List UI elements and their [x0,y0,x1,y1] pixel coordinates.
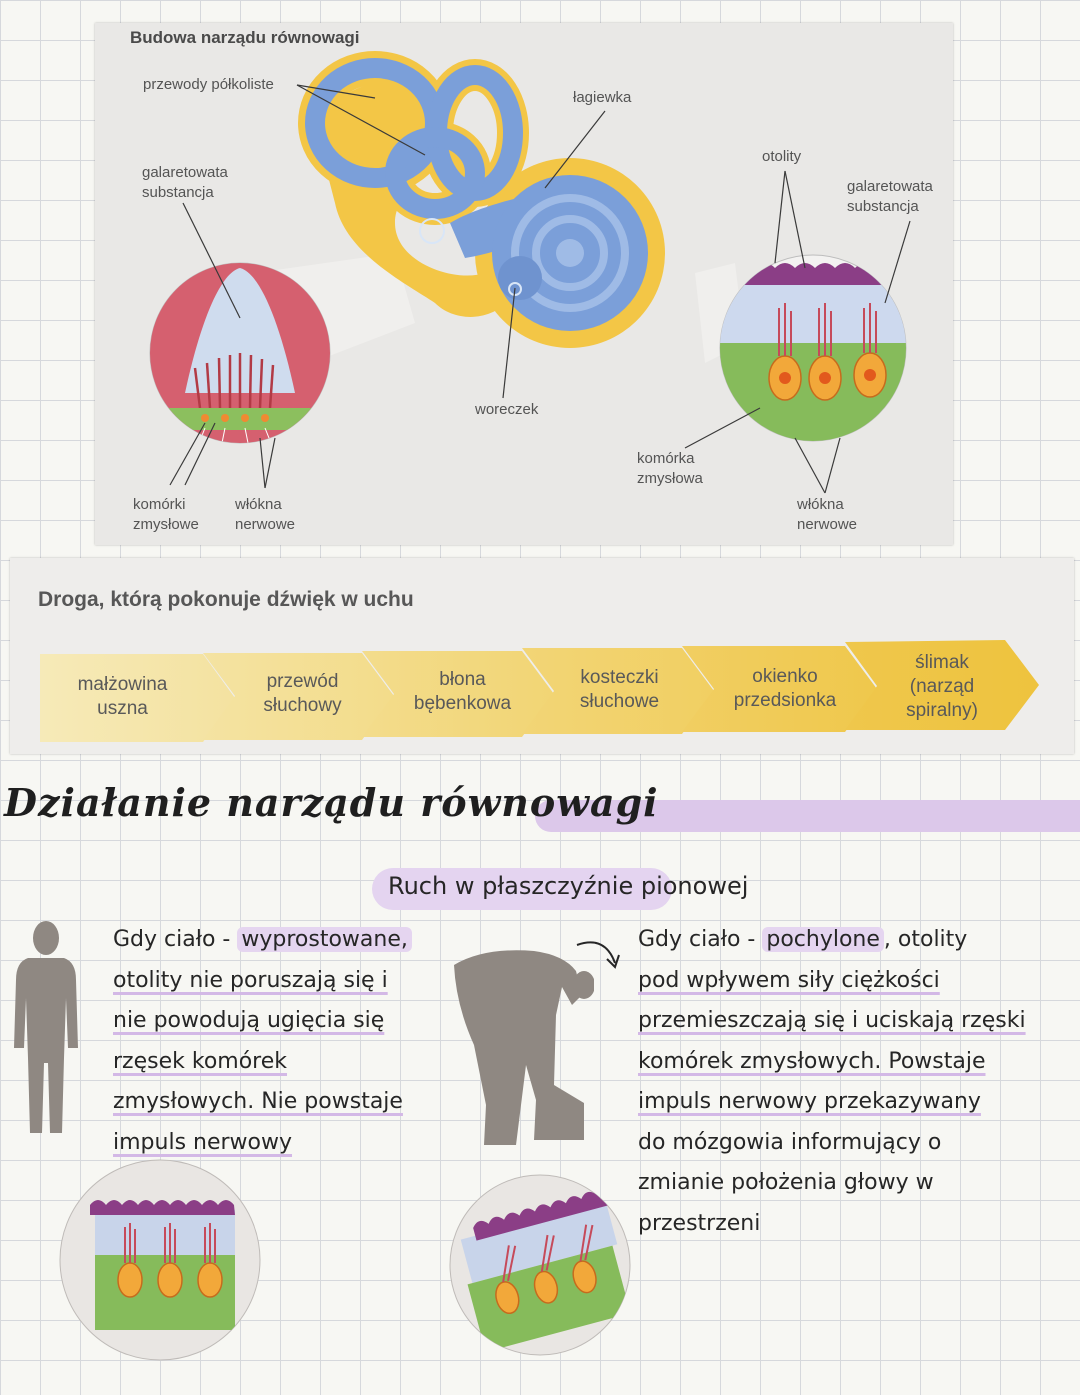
label-line: substancja [847,198,919,215]
step-line: słuchowy [263,695,342,716]
label-semicircular-canals: przewody półkoliste [143,76,274,93]
right-line-6: do mózgowia informujący o [638,1129,942,1155]
label-line: zmysłowe [133,516,199,533]
left-line-6: impuls nerwowy [113,1129,293,1155]
label-utricle: łagiewka [573,89,632,106]
step-line: kosteczki [580,667,659,688]
label-otoliths: otolity [762,148,802,165]
standing-person-silhouette [14,921,78,1133]
right-line-1: Gdy ciało - pochylone, otolity [638,920,1026,961]
right-line-4: komórek zmysłowych. Powstaje [638,1048,986,1074]
labyrinth [298,51,665,348]
step-eardrum: błona bębenkowa [390,668,535,716]
right-line-7: zmianie położenia głowy w [638,1170,934,1195]
right-line-3: przemieszczają się i uciskają rzęski [638,1008,1026,1033]
highlight-bent: pochylone [762,927,884,952]
label-saccule: woreczek [475,401,539,418]
label-gelatinous-right: galaretowata substancja [847,177,933,217]
step-line: słuchowe [579,691,660,712]
left-line-2: otolity nie poruszają się i [113,967,388,993]
subtitle: Ruch w płaszczyźnie pionowej [388,872,749,900]
section-title: Działanie narządu równowagi [4,780,659,825]
label-line: włókna [235,496,282,513]
step-line: (narząd [909,676,975,697]
label-line: galaretowata [142,164,228,181]
label-line: galaretowata [847,178,933,195]
crista-zoom-left [149,262,331,444]
left-line-1: Gdy ciało - wyprostowane, [113,920,412,961]
step-cochlea: ślimak (narząd spiralny) [872,651,1012,723]
step-line: okienko [752,666,818,687]
label-line: włókna [797,496,844,513]
label-nerve-fibers-right: włókna nerwowe [797,495,857,535]
right-line-5: impuls nerwowy przekazywany [638,1089,981,1114]
right-paragraph: Gdy ciało - pochylone, otolity pod wpływ… [638,920,1026,1244]
label-line: komórki [133,496,186,513]
label-line: zmysłowa [637,470,703,487]
text: Gdy ciało - [113,927,238,952]
macula-upright-illustration [59,1159,261,1361]
leader-lines [169,84,911,494]
step-line: małżowina [77,674,168,695]
sound-path-diagram: Droga, którą pokonuje dźwięk w uchu małż… [10,558,1074,754]
step-oval-window: okienko przedsionka [710,665,860,713]
left-line-4: rzęsek komórek [113,1048,288,1074]
label-receptor-cell: komórka zmysłowa [637,449,703,489]
macula-zoom-right [719,254,907,442]
sound-path-title: Droga, którą pokonuje dźwięk w uchu [38,588,414,611]
diagram-title: Budowa narządu równowagi [130,28,360,47]
label-line: substancja [142,184,214,201]
left-line-3: nie powodują ugięcia się [113,1008,385,1033]
highlight-upright: wyprostowane, [237,927,412,952]
macula-bent-illustration [449,1174,631,1356]
step-outer-ear: małżowina uszna [50,673,195,721]
step-line: przewód [266,671,339,692]
label-sensory-cells: komórki zmysłowe [133,495,199,535]
inner-ear-illustration [149,51,911,494]
left-paragraph: Gdy ciało - wyprostowane, otolity nie po… [113,920,412,1163]
label-line: nerwowe [235,516,296,533]
step-line: błona [439,669,486,690]
label-nerve-fibers-left: włókna nerwowe [235,495,295,535]
label-gelatinous-left: galaretowata substancja [142,163,228,203]
step-line: spiralny) [906,700,978,721]
step-line: ślimak [915,652,969,673]
step-line: bębenkowa [413,693,512,714]
step-line: przedsionka [733,690,837,711]
right-line-8: przestrzeni [638,1210,761,1236]
title-highlight-bar [535,800,1080,832]
bending-person-silhouette [454,950,594,1145]
text: , otolity [883,927,968,952]
step-line: uszna [97,698,148,719]
subtitle-highlight [372,868,672,910]
sound-path-arrows [40,640,1039,742]
balance-organ-diagram: Budowa narządu równowagi przewody półkol… [95,23,953,545]
step-ossicles: kosteczki słuchowe [547,666,692,714]
text: Gdy ciało - [638,927,763,952]
label-line: nerwowe [797,516,858,533]
left-line-5: zmysłowych. Nie powstaje [113,1089,403,1114]
right-line-2: pod wpływem siły ciężkości [638,967,940,993]
step-ear-canal: przewód słuchowy [230,670,375,718]
label-line: komórka [637,450,695,467]
curved-arrow-icon [576,941,620,969]
